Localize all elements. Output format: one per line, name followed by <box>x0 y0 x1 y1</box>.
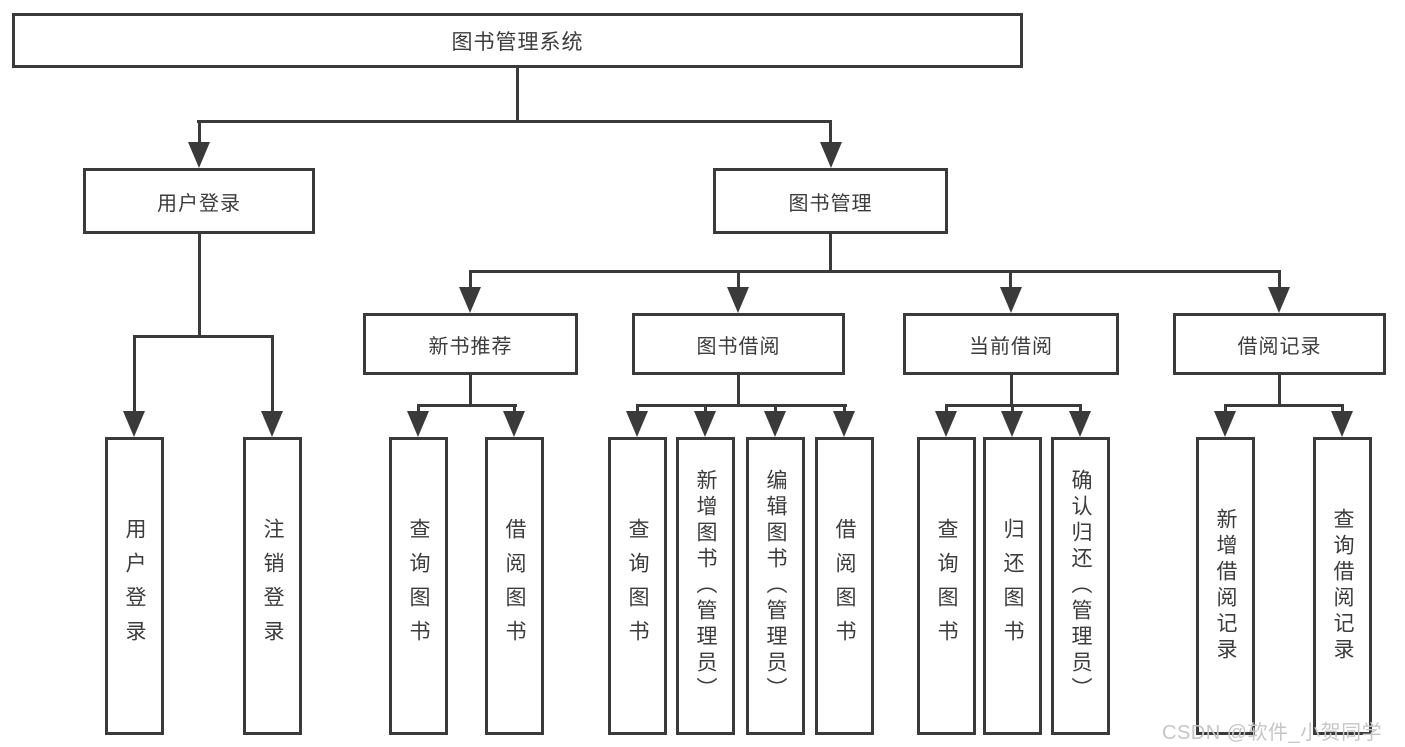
connector-arrowhead <box>626 411 648 437</box>
connector-arrowhead <box>407 411 429 437</box>
connector-line <box>1010 375 1013 406</box>
connector-arrowhead <box>1000 287 1022 313</box>
connector-line <box>1341 404 1344 416</box>
node-user-login: 用户登录 <box>83 168 315 234</box>
node-user-login-leaf: 用户登录 <box>105 437 164 735</box>
connector-line <box>737 375 740 406</box>
node-add-borrow-record: 新增借阅记录 <box>1196 437 1255 735</box>
connector-line <box>516 68 519 122</box>
connector-arrowhead <box>503 411 525 437</box>
connector-arrowhead <box>188 142 210 168</box>
connector-line <box>1079 404 1082 416</box>
connector-line <box>636 404 847 407</box>
node-book-borrowing: 图书借阅 <box>632 313 845 375</box>
connector-arrowhead <box>1214 411 1236 437</box>
connector-line <box>636 404 639 416</box>
connector-line <box>945 404 948 416</box>
connector-line <box>133 335 274 338</box>
connector-arrowhead <box>261 411 283 437</box>
node-query-books-2: 查询图书 <box>608 437 667 735</box>
connector-arrowhead <box>935 411 957 437</box>
leaf-label: 查询图书 <box>935 518 959 654</box>
connector-line <box>513 404 516 416</box>
node-current-borrowing: 当前借阅 <box>903 313 1119 375</box>
node-return-book: 归还图书 <box>983 437 1042 735</box>
connector-line <box>774 404 777 416</box>
leaf-label: 注销登录 <box>261 518 285 654</box>
leaf-label: 归还图书 <box>1001 518 1025 654</box>
node-logout: 注销登录 <box>243 437 302 735</box>
node-borrow-books-1: 借阅图书 <box>485 437 544 735</box>
node-query-borrow-record: 查询借阅记录 <box>1313 437 1372 735</box>
connector-line <box>829 234 832 272</box>
leaf-label: 用户登录 <box>123 518 147 654</box>
node-query-books-1: 查询图书 <box>389 437 448 735</box>
leaf-label: 借阅图书 <box>833 518 857 654</box>
leaf-label: 确认归还（管理员） <box>1069 469 1093 703</box>
connector-line <box>1011 404 1014 416</box>
connector-arrowhead <box>1268 287 1290 313</box>
node-borrow-records: 借阅记录 <box>1173 313 1386 375</box>
connector-arrowhead <box>820 142 842 168</box>
node-edit-book-admin: 编辑图书（管理员） <box>746 437 805 735</box>
leaf-label: 新增图书（管理员） <box>694 469 718 703</box>
connector-arrowhead <box>764 411 786 437</box>
node-query-books-3: 查询图书 <box>917 437 976 735</box>
leaf-label: 查询图书 <box>626 518 650 654</box>
node-new-book-recommend: 新书推荐 <box>363 313 578 375</box>
connector-arrowhead <box>1001 411 1023 437</box>
node-confirm-return-admin: 确认归还（管理员） <box>1051 437 1110 735</box>
node-book-management: 图书管理 <box>713 168 948 234</box>
connector-line <box>1224 404 1344 407</box>
connector-line <box>469 375 472 406</box>
connector-arrowhead <box>1331 411 1353 437</box>
leaf-label: 借阅图书 <box>503 518 527 654</box>
connector-line <box>469 270 1281 273</box>
connector-line <box>133 335 136 415</box>
connector-line <box>1278 375 1281 406</box>
connector-line <box>198 120 201 146</box>
connector-line <box>417 404 420 416</box>
connector-line <box>271 335 274 415</box>
connector-line <box>1224 404 1227 416</box>
connector-line <box>843 404 846 416</box>
connector-arrowhead <box>694 411 716 437</box>
connector-arrowhead <box>1069 411 1091 437</box>
connector-arrowhead <box>459 287 481 313</box>
leaf-label: 新增借阅记录 <box>1214 508 1238 664</box>
connector-line <box>198 234 201 337</box>
connector-line <box>197 120 832 123</box>
leaf-label: 查询借阅记录 <box>1331 508 1355 664</box>
leaf-label: 编辑图书（管理员） <box>764 469 788 703</box>
connector-arrowhead <box>123 411 145 437</box>
connector-line <box>737 270 740 290</box>
connector-line <box>469 270 472 290</box>
connector-line <box>1278 270 1281 290</box>
leaf-label: 查询图书 <box>407 518 431 654</box>
connector-arrowhead <box>833 411 855 437</box>
csdn-watermark: CSDN @软件_小贺同学 <box>1162 722 1383 744</box>
connector-line <box>829 120 832 146</box>
node-library-system: 图书管理系统 <box>12 13 1023 68</box>
connector-line <box>704 404 707 416</box>
connector-line <box>1009 270 1012 290</box>
connector-line <box>417 404 517 407</box>
connector-arrowhead <box>727 287 749 313</box>
node-borrow-books-2: 借阅图书 <box>815 437 874 735</box>
node-add-book-admin: 新增图书（管理员） <box>676 437 735 735</box>
